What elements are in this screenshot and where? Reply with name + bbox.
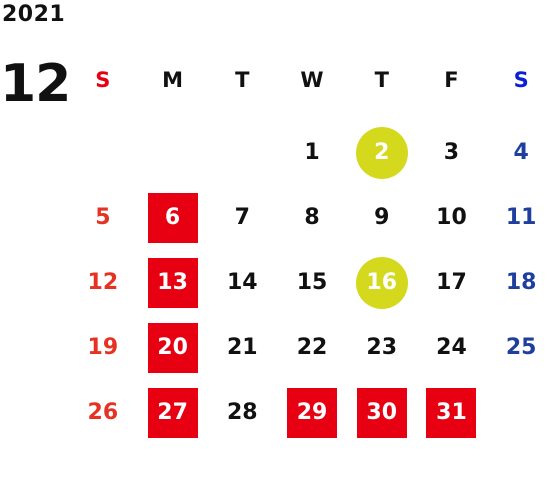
weekday-header-sunday: S [95,68,111,92]
calendar-day-cell: 6 [138,185,208,250]
calendar-day-number[interactable]: 14 [226,270,258,295]
calendar-day-cell: 23 [347,315,417,380]
calendar-day-number[interactable]: 21 [226,335,258,360]
calendar-week-row: 26 27 28 29 30 31 [68,380,548,445]
calendar-day-number[interactable]: 28 [226,400,258,425]
calendar-day-cell: 26 [68,380,138,445]
calendar-day-cell: 25 [486,315,548,380]
weekday-header-friday: F [444,68,459,92]
weekday-header-monday: M [162,68,184,92]
calendar-day-cell: 4 [486,120,548,185]
calendar-day-number[interactable]: 1 [304,140,320,165]
calendar-day-holiday[interactable]: 20 [147,322,198,373]
calendar-week-row: 5 6 7 8 9 10 11 [68,185,548,250]
weekday-header-row: S M T W T F S [68,55,548,105]
calendar-day-cell: 24 [417,315,487,380]
calendar-day-cell: 15 [277,250,347,315]
calendar-empty-cell [486,380,548,445]
calendar-day-number[interactable]: 12 [87,270,119,295]
calendar-day-number[interactable]: 11 [505,205,537,230]
calendar-day-number[interactable]: 23 [366,335,398,360]
weekday-header-wednesday: W [300,68,324,92]
calendar-day-number[interactable]: 22 [296,335,328,360]
calendar-day-number[interactable]: 5 [95,205,111,230]
calendar-day-cell: 22 [277,315,347,380]
calendar-week-row: 12 13 14 15 16 17 18 [68,250,548,315]
weekday-header-tuesday: T [235,68,250,92]
calendar-day-cell: 31 [417,380,487,445]
calendar-day-number[interactable]: 4 [513,140,529,165]
calendar-day-cell: 18 [486,250,548,315]
calendar-day-holiday[interactable]: 31 [426,387,477,438]
calendar-week-row: 19 20 21 22 23 24 25 [68,315,548,380]
calendar-day-cell: 12 [68,250,138,315]
calendar-day-cell: 9 [347,185,417,250]
calendar-day-number[interactable]: 25 [505,335,537,360]
calendar-day-cell: 20 [138,315,208,380]
weekday-header-saturday: S [513,68,529,92]
calendar-day-cell: 11 [486,185,548,250]
calendar-day-cell: 8 [277,185,347,250]
calendar-day-cell: 14 [207,250,277,315]
calendar-day-cell: 2 [347,120,417,185]
year-label: 2021 [2,2,66,27]
calendar-day-marked[interactable]: 16 [355,256,408,309]
calendar-day-number[interactable]: 26 [87,400,119,425]
calendar-day-cell: 30 [347,380,417,445]
calendar-day-number[interactable]: 17 [436,270,467,295]
calendar-empty-cell [138,120,208,185]
calendar-day-number[interactable]: 15 [296,270,328,295]
calendar-day-cell: 1 [277,120,347,185]
calendar-day-marked[interactable]: 2 [355,126,408,179]
calendar-day-number[interactable]: 9 [374,205,390,230]
calendar-day-holiday[interactable]: 30 [356,387,407,438]
calendar-day-cell: 29 [277,380,347,445]
calendar-day-holiday[interactable]: 6 [147,192,198,243]
weekday-header-thursday: T [374,68,389,92]
calendar-day-cell: 7 [207,185,277,250]
calendar-day-cell: 3 [417,120,487,185]
calendar-day-number[interactable]: 24 [436,335,467,360]
calendar-day-cell: 13 [138,250,208,315]
calendar-day-cell: 17 [417,250,487,315]
calendar-day-holiday[interactable]: 27 [147,387,198,438]
calendar-day-holiday[interactable]: 13 [147,257,198,308]
calendar-day-cell: 28 [207,380,277,445]
calendar-day-number[interactable]: 18 [505,270,537,295]
calendar-day-number[interactable]: 19 [87,335,119,360]
month-number: 12 [0,54,71,114]
calendar-day-cell: 5 [68,185,138,250]
calendar-week-row: 1 2 3 4 [68,120,548,185]
calendar-day-cell: 27 [138,380,208,445]
calendar-day-number[interactable]: 10 [436,205,467,230]
calendar-day-number[interactable]: 3 [443,140,460,165]
calendar-empty-cell [207,120,277,185]
calendar-day-holiday[interactable]: 29 [287,387,338,438]
calendar-day-cell: 19 [68,315,138,380]
calendar-empty-cell [68,120,138,185]
calendar-day-number[interactable]: 8 [304,205,320,230]
calendar-day-cell: 10 [417,185,487,250]
calendar-day-cell: 21 [207,315,277,380]
calendar-day-cell: 16 [347,250,417,315]
calendar-day-number[interactable]: 7 [234,205,250,230]
